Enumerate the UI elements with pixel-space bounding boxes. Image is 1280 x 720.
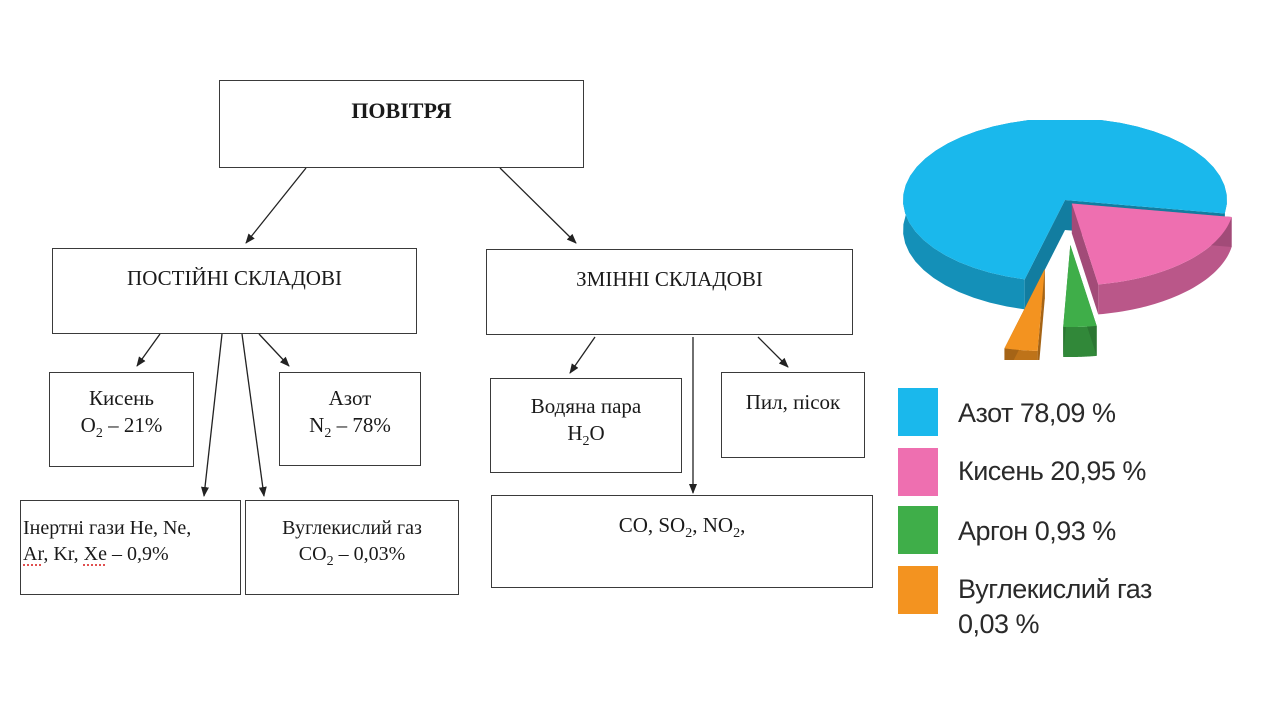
pie-slice-oxygen bbox=[1071, 203, 1232, 315]
oxygen-name: Кисень bbox=[89, 386, 154, 410]
arrow-to-water bbox=[569, 336, 596, 374]
arrow-root-to-variable bbox=[499, 167, 577, 244]
co2-box: Вуглекислий газ CO2 – 0,03% bbox=[245, 500, 459, 595]
water-vapor-name: Водяна пара bbox=[530, 394, 642, 418]
legend-label-oxygen: Кисень 20,95 % bbox=[958, 456, 1146, 486]
arrow-to-nitrogen bbox=[258, 333, 290, 367]
legend-label-nitrogen: Азот 78,09 % bbox=[958, 398, 1116, 428]
permanent-title: ПОСТІЙНІ СКЛАДОВІ bbox=[127, 266, 342, 290]
dust-name: Пил, пісок bbox=[745, 390, 841, 414]
oxygen-formula: O2 – 21% bbox=[80, 413, 163, 442]
variable-box: ЗМІННІ СКЛАДОВІ bbox=[486, 249, 853, 335]
nitrogen-name: Азот bbox=[328, 386, 372, 410]
arrow-to-inert bbox=[201, 333, 223, 497]
permanent-box: ПОСТІЙНІ СКЛАДОВІ bbox=[52, 248, 417, 334]
inert-gases-line2: Ar, Kr, Xe – 0,9% bbox=[23, 543, 169, 565]
water-vapor-formula: H2O bbox=[567, 421, 605, 450]
pie-slice-argon bbox=[1063, 245, 1097, 358]
variable-title: ЗМІННІ СКЛАДОВІ bbox=[576, 267, 763, 291]
arrow-to-co2 bbox=[241, 333, 267, 497]
inert-gases-line1: Інертні гази He, Ne, bbox=[23, 517, 192, 539]
water-vapor-box: Водяна пара H2O bbox=[490, 378, 682, 473]
inert-gases-box: Інертні гази He, Ne, Ar, Kr, Xe – 0,9% bbox=[20, 500, 241, 595]
oxygen-box: Кисень O2 – 21% bbox=[49, 372, 194, 467]
legend-swatch-co2 bbox=[898, 566, 938, 614]
other-gases-formula: CO, SO2, NO2, bbox=[618, 513, 746, 542]
air-composition-pie-chart bbox=[903, 120, 1232, 360]
nitrogen-formula: N2 – 78% bbox=[309, 413, 391, 442]
co2-formula: CO2 – 0,03% bbox=[298, 543, 406, 569]
co2-name: Вуглекислий газ bbox=[282, 517, 422, 539]
legend-label-co2: Вуглекислий газ 0,03 % bbox=[958, 574, 1152, 640]
dust-box: Пил, пісок bbox=[721, 372, 865, 458]
other-gases-box: CO, SO2, NO2, bbox=[491, 495, 873, 588]
legend-swatch-oxygen bbox=[898, 448, 938, 496]
root-box: ПОВІТРЯ bbox=[219, 80, 584, 168]
root-label: ПОВІТРЯ bbox=[351, 98, 452, 123]
arrow-root-to-permanent bbox=[245, 167, 307, 244]
pie-slice-co2 bbox=[1004, 268, 1045, 360]
nitrogen-box: Азот N2 – 78% bbox=[279, 372, 421, 466]
legend-swatch-argon bbox=[898, 506, 938, 554]
legend-swatch-nitrogen bbox=[898, 388, 938, 436]
arrow-to-oxygen bbox=[136, 333, 161, 367]
legend-label-argon: Аргон 0,93 % bbox=[958, 516, 1116, 546]
arrow-to-dust bbox=[757, 336, 789, 368]
